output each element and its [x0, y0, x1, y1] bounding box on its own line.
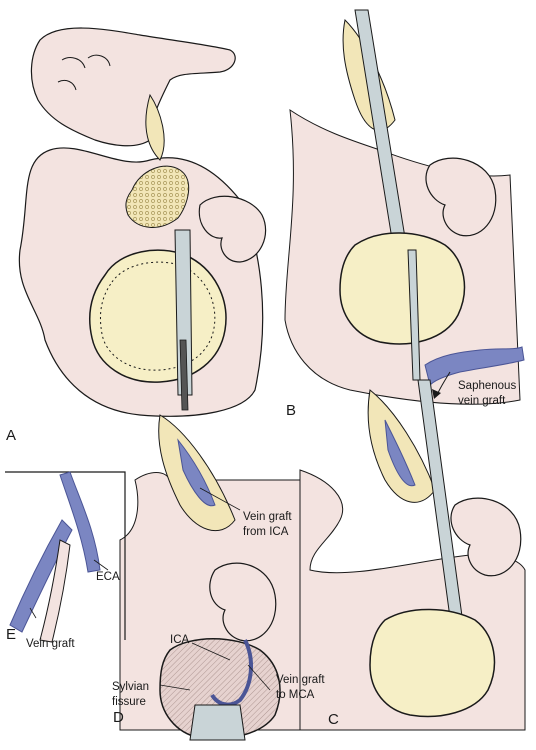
panel-label-b: B [286, 402, 296, 419]
panel-a [18, 27, 267, 417]
panel-c-ear [450, 497, 522, 577]
panel-label-d: D [113, 709, 124, 726]
panel-a-craniotomy [88, 249, 227, 383]
panel-e [5, 471, 126, 643]
panel-label-c: C [328, 711, 339, 728]
label-vein-graft-mca-line1: Vein graft [276, 674, 325, 686]
leader-lines [159, 487, 271, 691]
label-eca: ECA [96, 571, 120, 583]
label-saphenous-line1: Saphenous [458, 380, 516, 392]
label-vein-graft-e: Vein graft [26, 638, 75, 650]
panel-c-neck-incision [367, 389, 436, 503]
panel-b-craniotomy [339, 232, 466, 345]
label-saphenous-line2: vein graft [458, 395, 506, 407]
panel-d-instrument [189, 704, 246, 741]
saphenous-vein-graft [424, 346, 525, 386]
panel-e-frame [5, 471, 126, 640]
panel-a-tunneler [174, 229, 193, 396]
panel-a-ear [198, 195, 267, 263]
panel-b [284, 9, 521, 405]
panel-a-incision [145, 93, 165, 161]
vein-graft-to-mca [210, 639, 253, 707]
panel-d-ear [209, 562, 277, 642]
panel-d [119, 414, 301, 741]
panel-label-e: E [6, 626, 16, 643]
panel-e-artery [39, 539, 71, 643]
label-vein-graft-mca-line2: to MCA [276, 689, 315, 701]
label-vein-graft-ica-line2: from ICA [243, 526, 289, 538]
panel-c [299, 346, 526, 731]
panel-label-a: A [6, 427, 16, 444]
hand-illustration [30, 27, 236, 147]
label-ica: ICA [170, 634, 190, 646]
parotid-fat [125, 165, 190, 228]
panel-c-craniotomy [369, 608, 496, 718]
label-vein-graft-ica-line1: Vein graft [243, 511, 292, 523]
panel-e-eca [59, 471, 101, 573]
panel-c-vein-graft-in-neck [384, 419, 416, 487]
label-sylvian-line1: Sylvian [112, 681, 149, 693]
panel-d-vein-graft [177, 438, 216, 507]
label-sylvian-line2: fissure [112, 696, 146, 708]
panel-b-ear [425, 157, 497, 237]
